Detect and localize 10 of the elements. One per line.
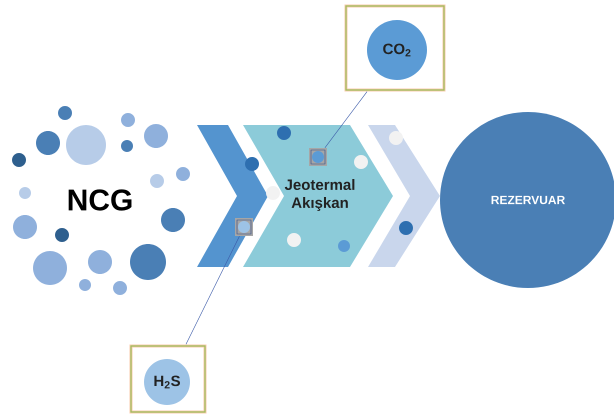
callout-box bbox=[130, 344, 206, 414]
chevron-arrow bbox=[197, 125, 268, 267]
fluid-panel: Jeotermal Akışkan bbox=[243, 125, 393, 267]
leader-line bbox=[186, 236, 240, 345]
chevron-arrow bbox=[368, 125, 440, 267]
leader-line bbox=[324, 91, 368, 148]
ncg-label: NCG bbox=[68, 189, 132, 211]
callout-box bbox=[344, 4, 446, 92]
marker-square bbox=[235, 218, 253, 236]
marker-square bbox=[309, 148, 327, 166]
